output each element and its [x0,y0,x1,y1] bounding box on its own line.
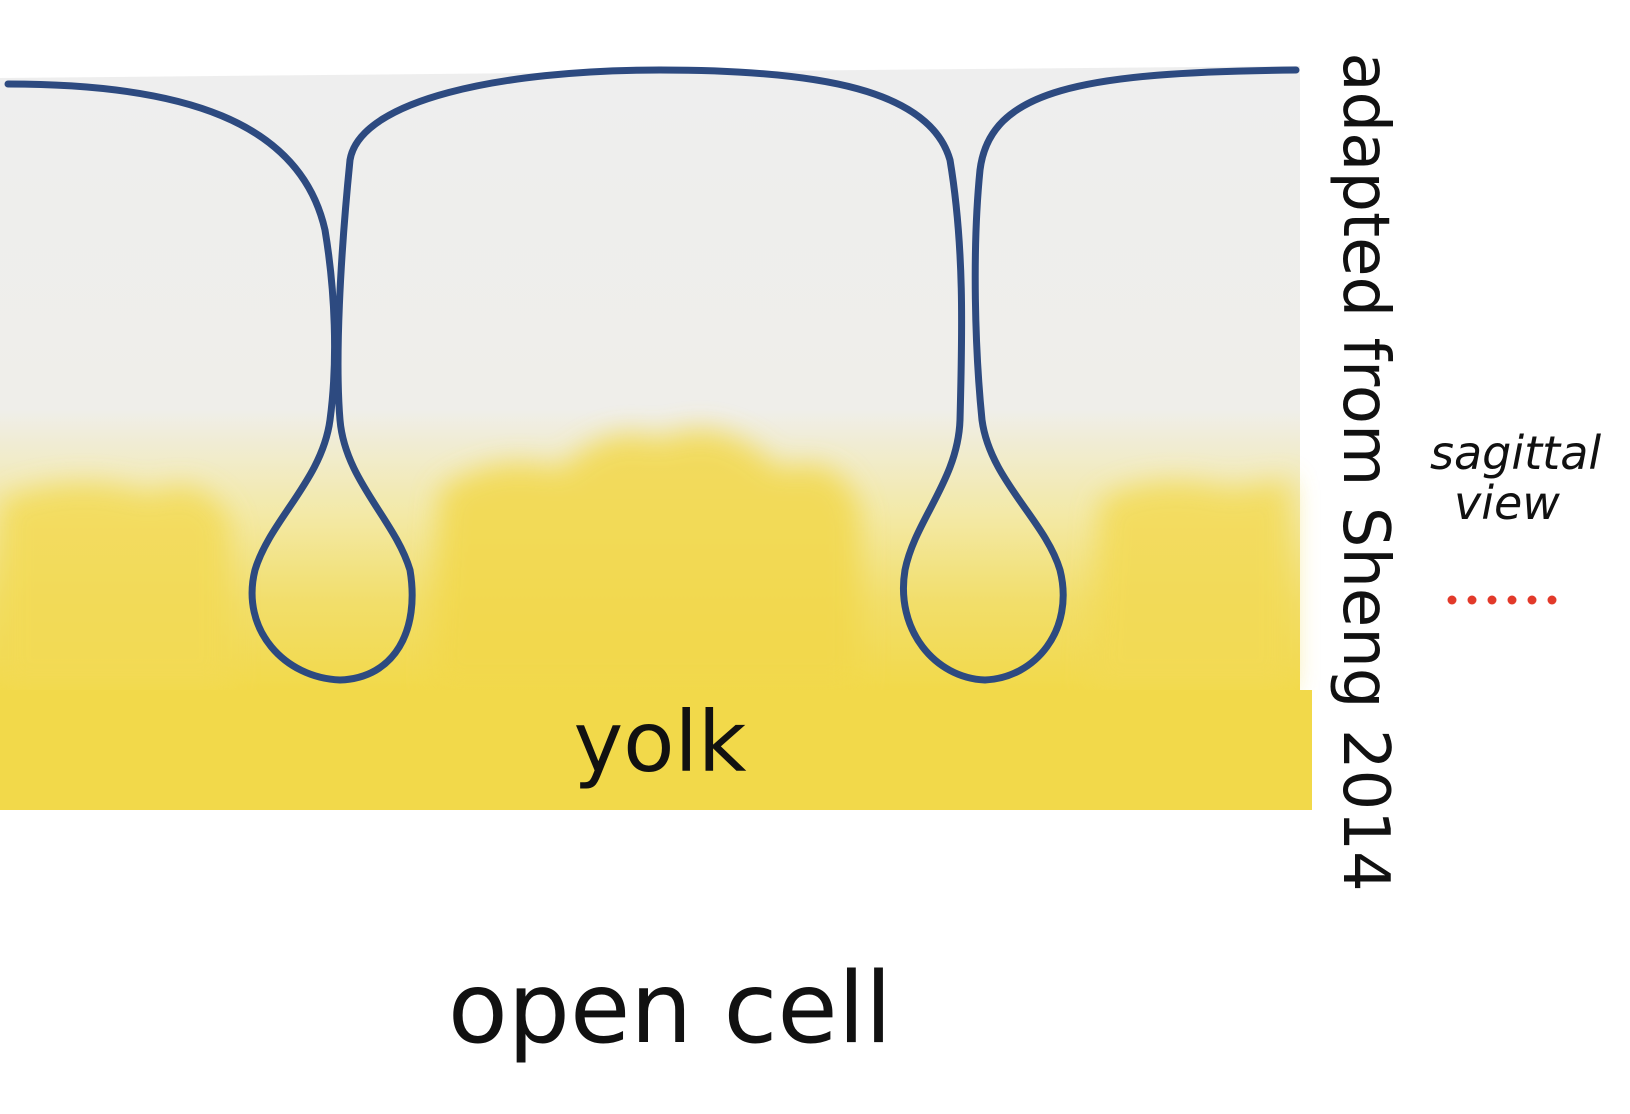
view-annotation-line1: sagittal [1430,426,1602,480]
view-annotation-line2: view [1454,476,1560,530]
yolk-band [0,690,1312,810]
cell-membrane [4,66,1300,684]
view-marker-dots [1447,595,1557,605]
cytoplasm-region [0,66,1300,690]
yolk-label: yolk [573,693,747,791]
diagram-caption: open cell [447,952,893,1066]
view-annotation: sagittal view [1430,426,1602,530]
source-credit: adapted from Sheng 2014 [1328,52,1402,892]
